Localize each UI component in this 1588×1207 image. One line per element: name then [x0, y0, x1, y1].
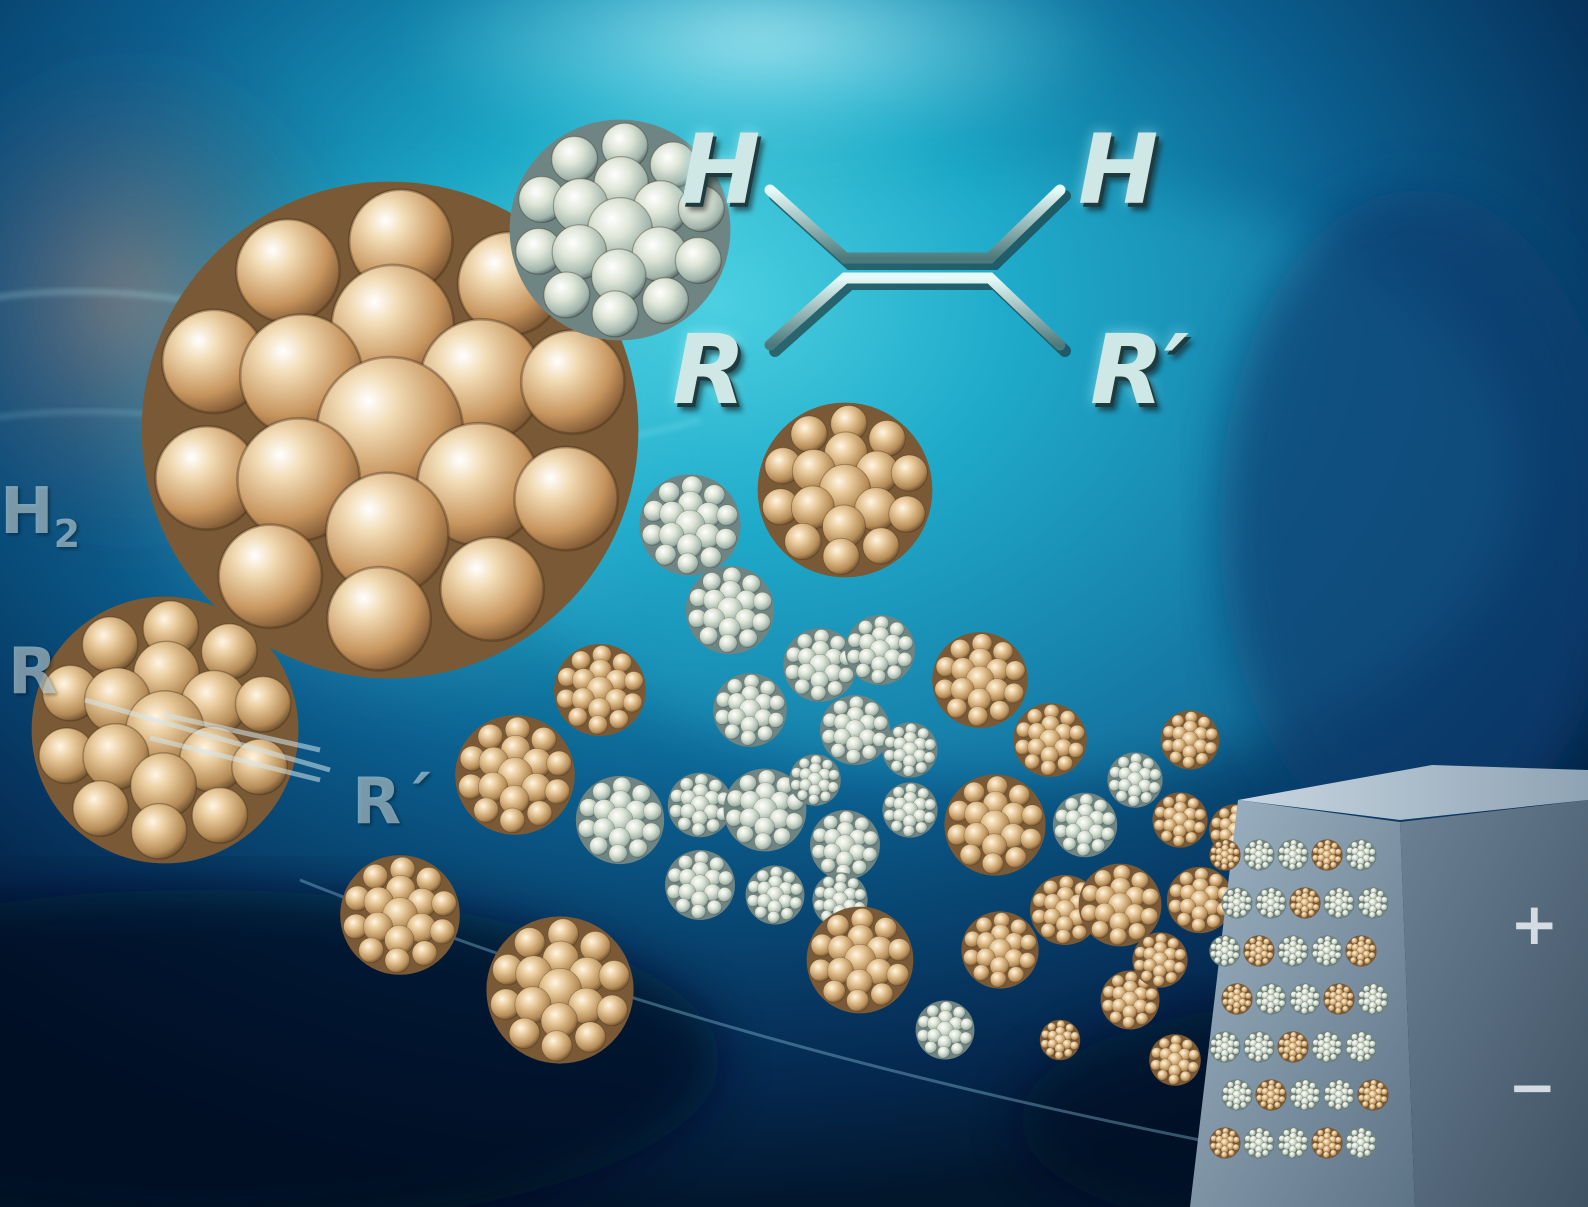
small-nanocluster — [810, 810, 880, 880]
electrode-nanocluster — [1209, 1031, 1241, 1063]
electrode-nanocluster — [1209, 935, 1241, 967]
electrode-nanocluster — [1255, 1079, 1287, 1111]
electrode-nanocluster — [1277, 1127, 1309, 1159]
alkyne-nanocluster — [31, 596, 299, 864]
electrode-nanocluster — [1289, 1079, 1321, 1111]
electrode-nanocluster — [1243, 839, 1275, 871]
small-nanocluster — [723, 768, 807, 852]
electrode-nanocluster — [1289, 887, 1321, 919]
small-nanocluster — [961, 911, 1039, 989]
h2-subscript: 2 — [53, 512, 81, 556]
electrode-nanocluster — [1243, 1127, 1275, 1159]
electrode-nanocluster — [1357, 1079, 1389, 1111]
electrode-nanocluster — [1209, 839, 1241, 871]
h2-label: H2 — [0, 480, 80, 553]
nanocluster-swarm — [340, 402, 1269, 1086]
electrode-nanocluster — [1255, 887, 1287, 919]
small-nanocluster — [1132, 932, 1188, 988]
small-nanocluster — [1166, 866, 1234, 934]
small-nanocluster — [1152, 792, 1208, 848]
small-nanocluster — [713, 673, 787, 747]
formula-r-right: R′ — [1090, 314, 1190, 426]
small-nanocluster — [575, 775, 665, 865]
small-nanocluster — [1160, 710, 1220, 770]
small-nanocluster — [639, 474, 741, 576]
alkene-bonds — [764, 184, 1071, 357]
alkyne-r-left: R — [8, 635, 58, 709]
small-nanocluster — [745, 865, 805, 925]
electrode-nanocluster — [1345, 839, 1377, 871]
h2-letter: H — [0, 475, 54, 549]
electrode-nanocluster — [1323, 1079, 1355, 1111]
electrode-cube — [1190, 765, 1588, 1207]
small-nanocluster — [882, 722, 938, 778]
small-nanocluster — [932, 632, 1028, 728]
electrode-nanocluster — [1311, 839, 1343, 871]
electrode-nanocluster — [1311, 1127, 1343, 1159]
background-nanocluster — [509, 119, 731, 341]
electrode-nanocluster — [1311, 935, 1343, 967]
electrode-nanocluster — [1221, 983, 1253, 1015]
small-nanocluster — [685, 565, 775, 655]
small-nanocluster — [1107, 752, 1163, 808]
formula-h-left: H — [680, 114, 761, 226]
small-nanocluster — [1100, 970, 1160, 1030]
electrode-nanocluster — [1311, 1031, 1343, 1063]
small-nanocluster — [1052, 792, 1118, 858]
small-nanocluster — [340, 855, 460, 975]
electrode-nanocluster — [1345, 1127, 1377, 1159]
electrode-nanocluster — [1345, 935, 1377, 967]
large-nanocluster — [31, 119, 731, 864]
electrode-nanocluster — [1243, 1031, 1275, 1063]
small-nanocluster — [554, 644, 646, 736]
small-nanocluster — [783, 628, 857, 702]
small-nanocluster — [944, 774, 1046, 876]
electrode-nanocluster — [1243, 935, 1275, 967]
small-nanocluster — [1149, 1034, 1201, 1086]
small-nanocluster — [882, 782, 938, 838]
electrode-nanocluster — [1357, 887, 1389, 919]
electrode-nanocluster — [1323, 887, 1355, 919]
electrode-nanocluster — [1277, 839, 1309, 871]
electrode-nanocluster — [1209, 1127, 1241, 1159]
formula-r-left: R — [672, 314, 746, 426]
small-nanocluster — [757, 402, 933, 578]
electrode-clusters — [1209, 839, 1389, 1159]
electrode-nanocluster — [1277, 1031, 1309, 1063]
electrode-nanocluster — [1221, 887, 1253, 919]
small-nanocluster — [789, 754, 841, 806]
small-nanocluster — [915, 1000, 975, 1060]
formula-h-right: H — [1078, 114, 1159, 226]
small-nanocluster — [1013, 703, 1087, 777]
small-nanocluster — [667, 772, 733, 838]
small-nanocluster — [820, 695, 890, 765]
small-nanocluster — [845, 615, 915, 685]
electrode-nanocluster — [1323, 983, 1355, 1015]
plus-sign: + — [1510, 890, 1559, 958]
small-nanocluster — [1039, 1019, 1081, 1061]
large-nanocluster-body — [141, 181, 639, 679]
small-nanocluster — [806, 906, 914, 1014]
small-nanocluster — [1078, 863, 1162, 947]
electrode-nanocluster — [1277, 935, 1309, 967]
electrode-nanocluster — [1289, 983, 1321, 1015]
alkyne-bonds — [84, 697, 331, 783]
minus-sign: − — [1508, 1053, 1557, 1121]
electrode-nanocluster — [1255, 983, 1287, 1015]
electrode-nanocluster — [1221, 1079, 1253, 1111]
alkyne-r-right: R´ — [352, 765, 434, 839]
electrode-nanocluster — [1345, 1031, 1377, 1063]
small-nanocluster — [665, 850, 735, 920]
small-nanocluster — [455, 715, 575, 835]
electrode-nanocluster — [1357, 983, 1389, 1015]
small-nanocluster — [486, 916, 634, 1064]
